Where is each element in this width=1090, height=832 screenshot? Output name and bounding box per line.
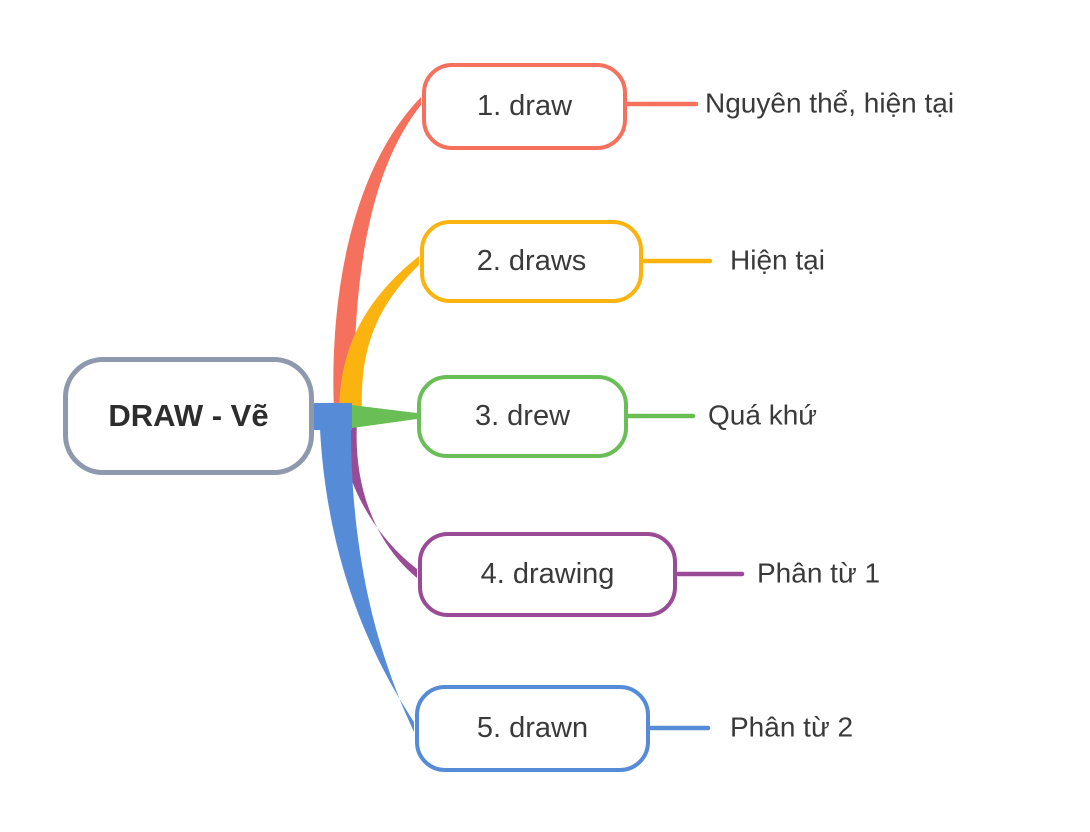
branch-node-1-draw[interactable]: 1. draw — [422, 63, 627, 150]
branch-note-4[interactable]: Phân từ 1 — [757, 557, 881, 589]
branch-curve-3 — [352, 405, 417, 428]
branch-note-5[interactable]: Phân từ 2 — [730, 711, 854, 743]
branch-node-4-drawing[interactable]: 4. drawing — [418, 532, 677, 617]
branch-curve-2 — [339, 256, 419, 412]
branch-node-2-draws[interactable]: 2. draws — [420, 220, 643, 303]
branch-note-1[interactable]: Nguyên thể, hiện tại — [705, 87, 955, 119]
root-node-draw[interactable]: DRAW - Vẽ — [63, 357, 314, 475]
branch-curve-1 — [333, 97, 421, 412]
branch-curve-4 — [338, 420, 417, 578]
branch-node-4-label: 4. drawing — [480, 558, 615, 590]
branch-node-5-label: 5. drawn — [476, 712, 589, 744]
branch-curve-5 — [320, 429, 414, 732]
root-node-label: DRAW - Vẽ — [108, 398, 269, 433]
branch-node-2-label: 2. draws — [476, 245, 587, 277]
branch-note-3[interactable]: Quá khứ — [708, 399, 818, 431]
branch-node-3-label: 3. drew — [474, 400, 571, 432]
branch-note-2[interactable]: Hiện tại — [730, 244, 825, 276]
branch-node-1-label: 1. draw — [476, 90, 573, 122]
branch-node-3-drew[interactable]: 3. drew — [417, 375, 628, 458]
branch-node-5-drawn[interactable]: 5. drawn — [415, 685, 650, 772]
branch-trunk — [313, 403, 352, 430]
